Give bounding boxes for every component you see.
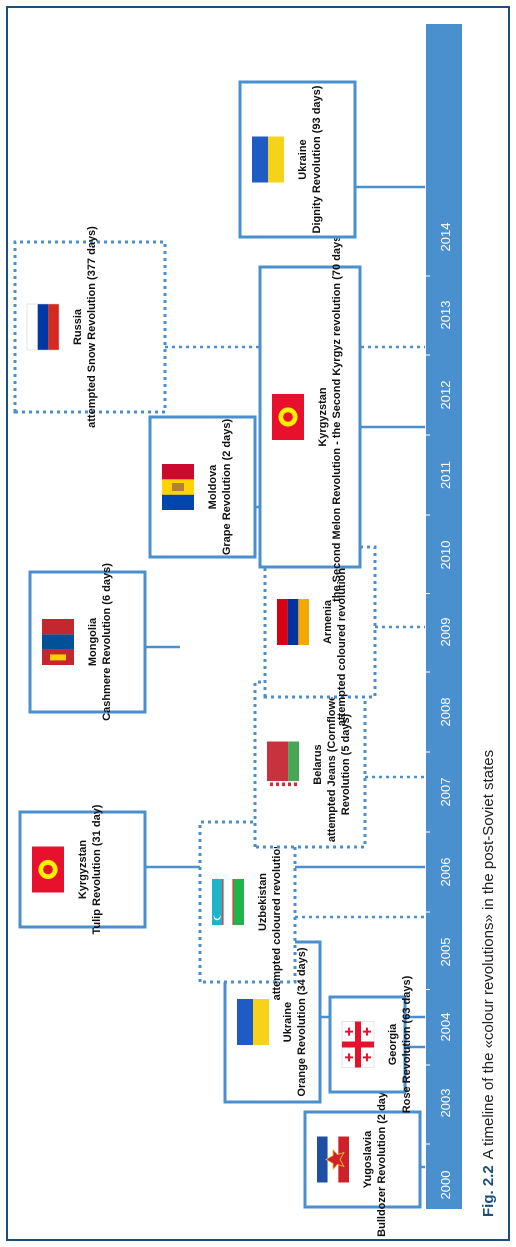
- year-label: 2003: [438, 1089, 453, 1118]
- event-name: Rose Revolution (63 days): [401, 975, 413, 1113]
- event-name: Orange Revolution (34 days): [296, 947, 308, 1096]
- event-name: attempted coloured revolution (11 days): [336, 517, 348, 726]
- timeline-bar: [426, 24, 462, 1209]
- year-label: 2009: [438, 618, 453, 647]
- event-name: the Second Melon Revolution - the Second…: [331, 232, 343, 602]
- kyrgyzstan-flag-icon: [272, 394, 304, 440]
- event-name-line2: Revolution (5 days): [340, 713, 352, 815]
- year-label: 2008: [438, 698, 453, 727]
- uzbekistan-flag-icon: [212, 879, 244, 925]
- year-label: 2014: [438, 223, 453, 252]
- box-outline: [258, 265, 362, 569]
- mongolia-flag-icon: [42, 618, 74, 665]
- event-name: Cashmere Revolution (6 days): [101, 563, 113, 721]
- box-outline: [238, 80, 357, 239]
- box-outline: [13, 240, 167, 414]
- georgia-flag-icon: [341, 1021, 375, 1068]
- yugoslavia-flag-icon: [317, 1136, 350, 1183]
- ukraine-flag-icon: [252, 136, 284, 183]
- ukraine-flag-icon: [237, 999, 269, 1045]
- russia-flag-icon: [26, 303, 60, 351]
- event-country: Ukraine: [297, 139, 309, 179]
- year-label: 2006: [438, 858, 453, 887]
- connectors: [145, 185, 425, 1169]
- event-country: Kyrgyzstan: [317, 387, 329, 447]
- caption-label: Fig. 2.2: [480, 1165, 497, 1217]
- event-country: Uzbekistan: [257, 873, 269, 931]
- timeline-axis: 2000 2003 2004 2005 2006 2007 2008 2009 2010 2011…: [426, 24, 462, 1209]
- year-label: 2012: [438, 381, 453, 410]
- year-label: 2013: [438, 301, 453, 330]
- box-outline: [198, 820, 297, 984]
- event-country: Russia: [72, 308, 84, 345]
- year-label: 2004: [438, 1013, 453, 1042]
- year-label: 2005: [438, 938, 453, 967]
- event-country: Belarus: [312, 744, 324, 784]
- year-label: 2010: [438, 541, 453, 570]
- event-name: Grape Revolution (2 days): [221, 419, 233, 556]
- event-name-line1: attempted Jeans (Cornflower): [326, 687, 338, 843]
- year-label: 2011: [438, 461, 453, 489]
- box-outline: [18, 810, 147, 929]
- event-country: Georgia: [387, 1023, 399, 1065]
- moldova-flag-icon: [162, 463, 194, 510]
- year-label: 2000: [438, 1171, 453, 1200]
- event-name: Bulldozer Revolution (2 days): [376, 1082, 388, 1237]
- box-outline: [303, 1110, 422, 1209]
- kyrgyzstan-flag-icon: [32, 846, 64, 893]
- event-country: Kyrgyzstan: [77, 840, 89, 900]
- event-country: Armenia: [322, 599, 334, 644]
- event-name: attempted coloured revolution (1 day): [271, 803, 283, 1000]
- event-name: Tulip Revolution (31 day): [91, 804, 103, 934]
- event-country: Yugoslavia: [362, 1130, 374, 1188]
- event-name: attempted Snow Revolution (377 days): [86, 226, 98, 428]
- belarus-flag-icon: [267, 741, 299, 788]
- event-name: Dignity Revolution (93 days): [311, 85, 323, 233]
- event-country: Ukraine: [282, 1002, 294, 1042]
- figure-caption: Fig. 2.2 A timeline of the «colour revolu…: [480, 750, 497, 1217]
- armenia-flag-icon: [277, 599, 310, 645]
- box-outline: [148, 415, 257, 559]
- caption-text: A timeline of the «colour revolutions» i…: [480, 749, 497, 1160]
- box-outline: [28, 570, 147, 714]
- event-country: Mongolia: [87, 617, 99, 666]
- event-country: Moldova: [207, 464, 219, 509]
- year-label: 2007: [438, 778, 453, 807]
